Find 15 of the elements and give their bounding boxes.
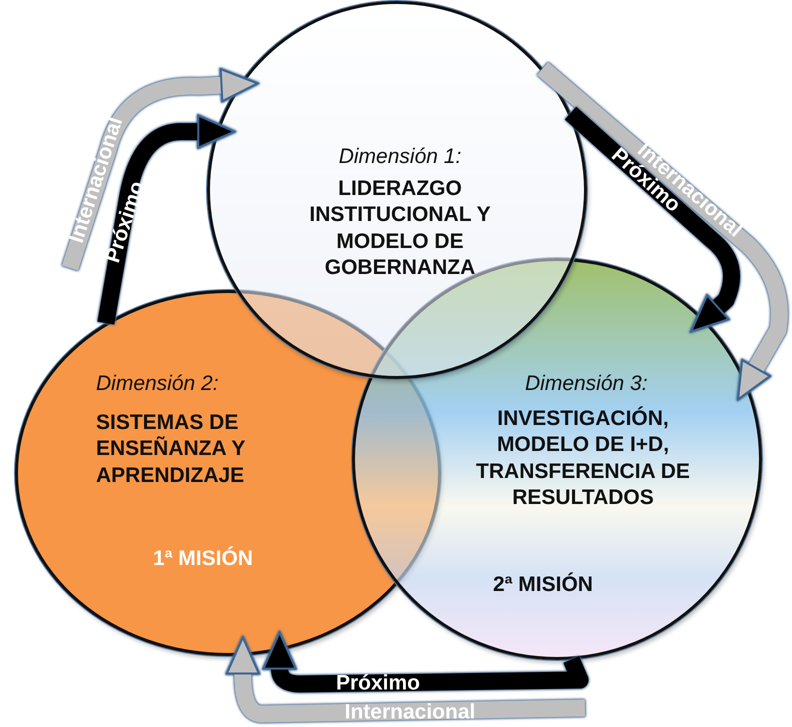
arrow — [97, 114, 236, 325]
edge-label: Próximo — [336, 672, 420, 694]
dimension-title: LIDERAZGO INSTITUCIONAL Y MODELO DE GOBERNANZA — [308, 176, 492, 281]
mission-label: 2ª MISIÓN — [493, 572, 594, 598]
arrow — [537, 62, 788, 400]
arrow — [564, 106, 740, 332]
dimension-title: SISTEMAS DE ENSEÑANZA Y APRENDIZAJE — [96, 410, 246, 488]
dimension-heading: Dimensión 1: — [338, 144, 462, 170]
dimension-heading: Dimensión 3: — [525, 371, 649, 397]
dimension-title: INVESTIGACIÓN, MODELO DE I+D, TRANSFERENCIA DE RESULTADOS — [475, 406, 691, 511]
arrow — [226, 636, 586, 722]
mission-label: 1ª MISIÓN — [153, 546, 254, 572]
dimension-heading: Dimensión 2: — [96, 371, 220, 397]
arrow — [62, 68, 258, 271]
edge-label: Internacional — [344, 702, 476, 722]
